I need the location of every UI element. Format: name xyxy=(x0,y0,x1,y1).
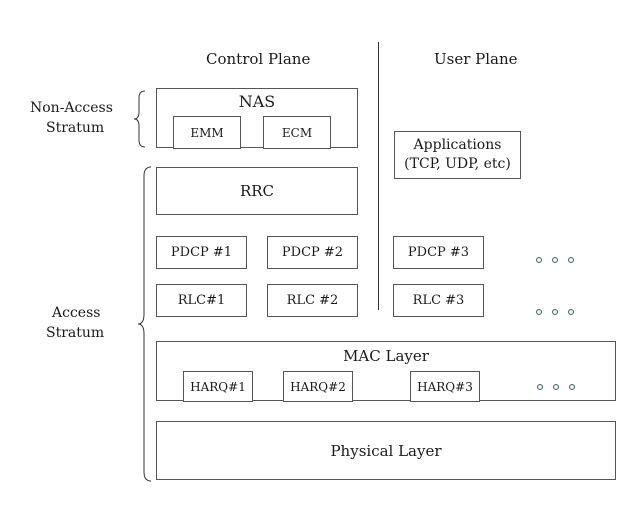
nas-title: NAS xyxy=(238,92,276,111)
ellipsis-dot xyxy=(568,309,574,315)
emm-box: EMM xyxy=(173,116,241,149)
nas-box: NAS EMM ECM xyxy=(156,88,358,149)
ecm-box: ECM xyxy=(263,116,331,149)
pdcp-3-label: PDCP #3 xyxy=(407,245,470,260)
physical-layer-label: Physical Layer xyxy=(330,441,442,460)
ellipsis-dot xyxy=(536,257,542,263)
emm-label: EMM xyxy=(190,125,224,140)
access-stratum-label-line2: Stratum xyxy=(46,325,105,341)
rrc-box: RRC xyxy=(156,167,358,215)
pdcp-3-box: PDCP #3 xyxy=(393,236,484,269)
applications-box: Applications (TCP, UDP, etc) xyxy=(394,131,521,179)
ellipsis-dot xyxy=(552,257,558,263)
non-access-stratum-label-line1: Non-Access xyxy=(30,100,113,116)
ellipsis-dot xyxy=(552,309,558,315)
rlc-3-box: RLC #3 xyxy=(393,284,484,317)
mac-layer-box: MAC Layer HARQ#1 HARQ#2 HARQ#3 xyxy=(156,341,616,402)
physical-layer-box: Physical Layer xyxy=(156,421,616,480)
rlc-ellipsis xyxy=(536,309,574,315)
ellipsis-dot xyxy=(536,309,542,315)
harq-3-label: HARQ#3 xyxy=(417,379,473,394)
harq-1-label: HARQ#1 xyxy=(190,379,246,394)
rlc-2-box: RLC #2 xyxy=(267,284,358,317)
user-plane-heading: User Plane xyxy=(434,50,518,68)
ellipsis-dot xyxy=(537,384,543,390)
non-access-stratum-label-line2: Stratum xyxy=(46,120,105,136)
harq-2-box: HARQ#2 xyxy=(283,371,353,402)
rlc-2-label: RLC #2 xyxy=(286,293,339,308)
ellipsis-dot xyxy=(569,384,575,390)
rlc-3-label: RLC #3 xyxy=(412,293,465,308)
ellipsis-dot xyxy=(568,257,574,263)
pdcp-2-label: PDCP #2 xyxy=(281,245,344,260)
applications-label: Applications xyxy=(413,137,502,153)
access-stratum-brace xyxy=(137,166,152,482)
ellipsis-dot xyxy=(553,384,559,390)
mac-layer-title: MAC Layer xyxy=(343,347,429,365)
harq-1-box: HARQ#1 xyxy=(183,371,253,402)
rlc-1-label: RLC#1 xyxy=(177,293,226,308)
ecm-label: ECM xyxy=(281,125,313,140)
pdcp-ellipsis xyxy=(536,257,574,263)
harq-3-box: HARQ#3 xyxy=(410,371,480,402)
rlc-1-box: RLC#1 xyxy=(156,284,247,317)
pdcp-1-label: PDCP #1 xyxy=(170,245,233,260)
plane-divider xyxy=(378,42,379,310)
pdcp-2-box: PDCP #2 xyxy=(267,236,358,269)
pdcp-1-box: PDCP #1 xyxy=(156,236,247,269)
rrc-label: RRC xyxy=(239,182,275,200)
access-stratum-label-line1: Access xyxy=(52,305,101,321)
control-plane-heading: Control Plane xyxy=(206,50,311,68)
applications-sublabel: (TCP, UDP, etc) xyxy=(404,156,511,172)
harq-2-label: HARQ#2 xyxy=(290,379,346,394)
harq-ellipsis xyxy=(537,384,575,390)
non-access-stratum-brace xyxy=(133,90,146,148)
